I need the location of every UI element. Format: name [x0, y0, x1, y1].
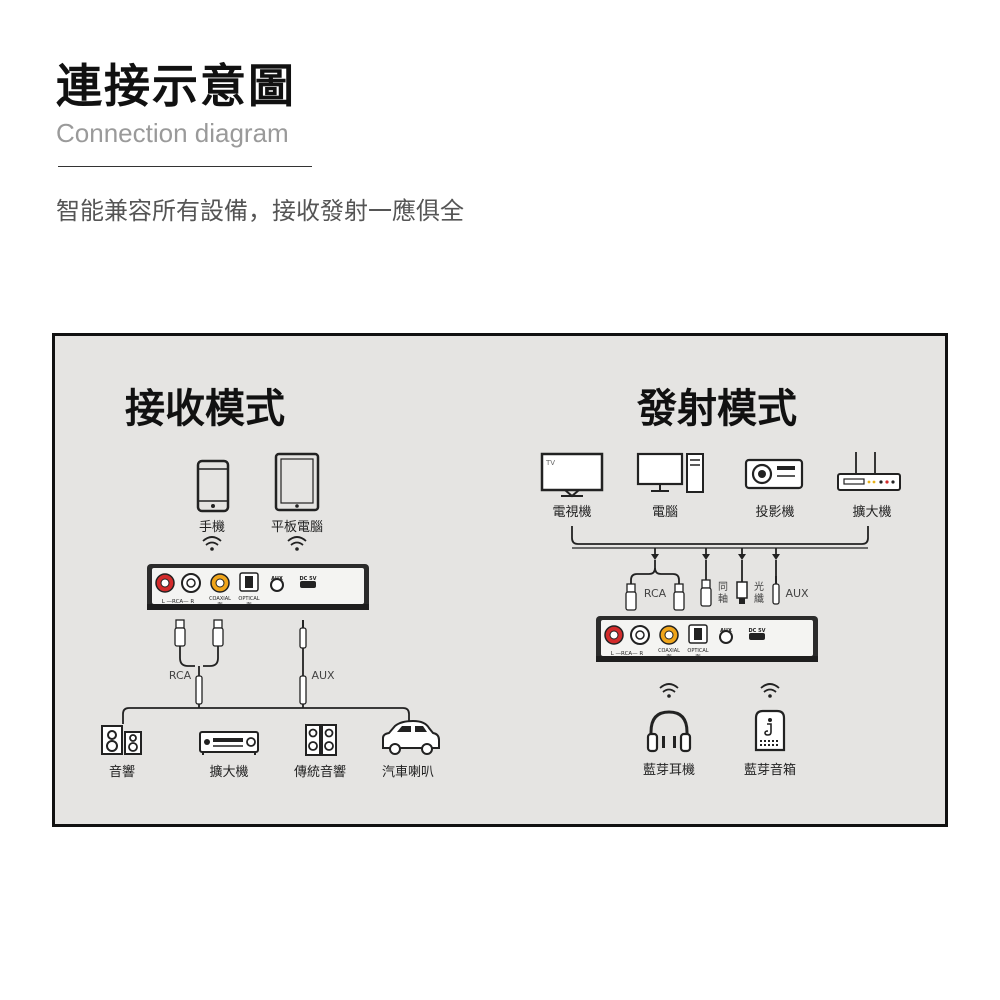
amplifier-icon — [199, 731, 259, 755]
receive-output-amplifier: 擴大機 — [209, 764, 248, 780]
device-dc-label: DC 5V — [749, 628, 766, 634]
device-rca-label: L —RCA— R — [162, 599, 195, 605]
device-rca-label: L —RCA— R — [611, 651, 644, 657]
tv-screen-label: TV — [545, 459, 555, 467]
page-tagline: 智能兼容所有設備，接收發射一應俱全 — [56, 197, 464, 225]
transmit-collector-line — [571, 526, 869, 545]
transmit-mode-title: 發射模式 — [636, 386, 797, 432]
device-coaxial-label: COAXIAL — [658, 648, 680, 654]
device-coaxial-sub: IN — [666, 654, 671, 660]
rca-cable — [625, 560, 685, 611]
headphones-icon — [646, 710, 692, 753]
transmit-cable-aux-label: AUX — [785, 587, 809, 600]
tablet-icon — [274, 452, 320, 512]
transmit-cable-coaxial-label-2: 軸 — [718, 592, 728, 605]
title-divider — [58, 166, 312, 167]
receive-cable-aux-label: AUX — [311, 669, 335, 682]
device-coaxial-sub: IN — [217, 602, 222, 608]
transmit-source-tv: 電視機 — [552, 505, 591, 520]
bluetooth-waves-icon — [760, 683, 780, 699]
transmit-source-projector: 投影機 — [755, 504, 794, 520]
speakers-icon — [101, 725, 142, 755]
rca-cable — [174, 619, 224, 708]
transmit-output-headphones: 藍芽耳機 — [643, 763, 695, 778]
aux-cable — [772, 560, 780, 605]
device-optical-sub: IN — [246, 602, 251, 608]
tv-icon — [540, 452, 604, 498]
transmit-cable-rca-label: RCA — [644, 587, 667, 600]
device-optical-label: OPTICAL — [687, 648, 708, 654]
connection-diagram: 接收模式 手機 平板電腦 L —RCA— R COAXIAL IN OPTICA… — [101, 386, 901, 780]
transmit-source-amplifier: 擴大機 — [852, 504, 891, 520]
bluetooth-waves-icon — [202, 536, 222, 552]
phone-icon — [196, 459, 230, 513]
transmit-cable-optical-label-2: 纖 — [754, 592, 764, 605]
aux-cable — [299, 619, 307, 708]
amplifier-icon — [837, 452, 901, 491]
receive-cable-rca-label: RCA — [169, 669, 192, 682]
page-subtitle: Connection diagram — [56, 118, 289, 148]
receive-output-car: 汽車喇叭 — [382, 765, 434, 780]
receive-mode-title: 接收模式 — [125, 386, 285, 432]
device-aux-label: AUX — [720, 628, 732, 634]
device-optical-label: OPTICAL — [238, 596, 259, 602]
bluetooth-waves-icon — [287, 536, 307, 552]
transmit-output-speaker: 藍芽音箱 — [744, 762, 796, 778]
coaxial-cable — [700, 560, 712, 607]
optical-cable — [736, 560, 748, 604]
device-coaxial-label: COAXIAL — [209, 596, 231, 602]
transmit-source-computer: 電腦 — [652, 505, 678, 520]
transmit-cable-drops — [651, 548, 780, 560]
device-aux-label: AUX — [271, 576, 283, 582]
receive-source-tablet: 平板電腦 — [271, 520, 323, 535]
receive-distribution-line — [122, 707, 410, 724]
receive-source-phone: 手機 — [199, 520, 225, 535]
transmit-cable-optical-label-1: 光 — [754, 580, 764, 593]
stereo-icon — [305, 724, 337, 756]
receive-output-stereo: 傳統音響 — [294, 764, 346, 780]
transmit-cable-coaxial-label-1: 同 — [718, 581, 728, 593]
device-optical-sub: IN — [695, 654, 700, 660]
receive-output-speakers: 音響 — [109, 764, 135, 780]
car-icon — [382, 719, 440, 755]
bluetooth-waves-icon — [659, 683, 679, 699]
projector-icon — [744, 458, 804, 490]
connection-diagram-panel: 接收模式 手機 平板電腦 L —RCA— R COAXIAL IN OPTICA… — [52, 333, 948, 827]
bluetooth-speaker-icon — [754, 709, 786, 752]
device-dc-label: DC 5V — [300, 576, 317, 582]
page-title: 連接示意圖 — [56, 59, 296, 113]
computer-icon — [636, 452, 704, 493]
